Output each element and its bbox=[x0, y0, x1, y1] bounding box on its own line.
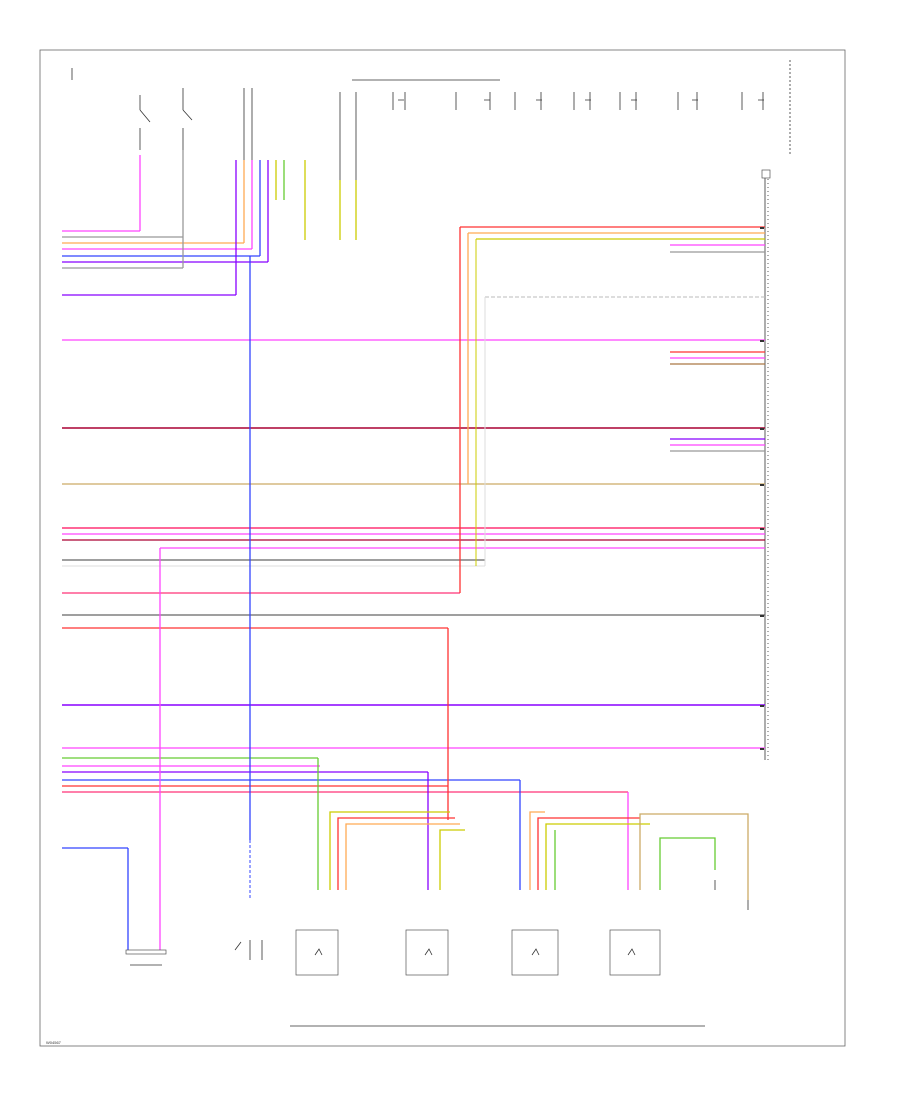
coil-harness bbox=[249, 811, 749, 900]
top-left-switches bbox=[71, 68, 253, 180]
coil-3 bbox=[511, 929, 559, 976]
diagram-frame bbox=[39, 49, 846, 1047]
horizontal-wires bbox=[62, 226, 765, 849]
ecm-pins bbox=[760, 227, 764, 750]
indicator-lamps bbox=[339, 60, 791, 180]
coil-4 bbox=[609, 929, 661, 976]
engine-control-module bbox=[761, 169, 771, 760]
diagram-id: W04567 bbox=[46, 1040, 62, 1045]
sensor-bottom-left bbox=[125, 880, 749, 966]
ignition-coils bbox=[290, 929, 705, 1027]
vertical-wires bbox=[127, 150, 629, 950]
